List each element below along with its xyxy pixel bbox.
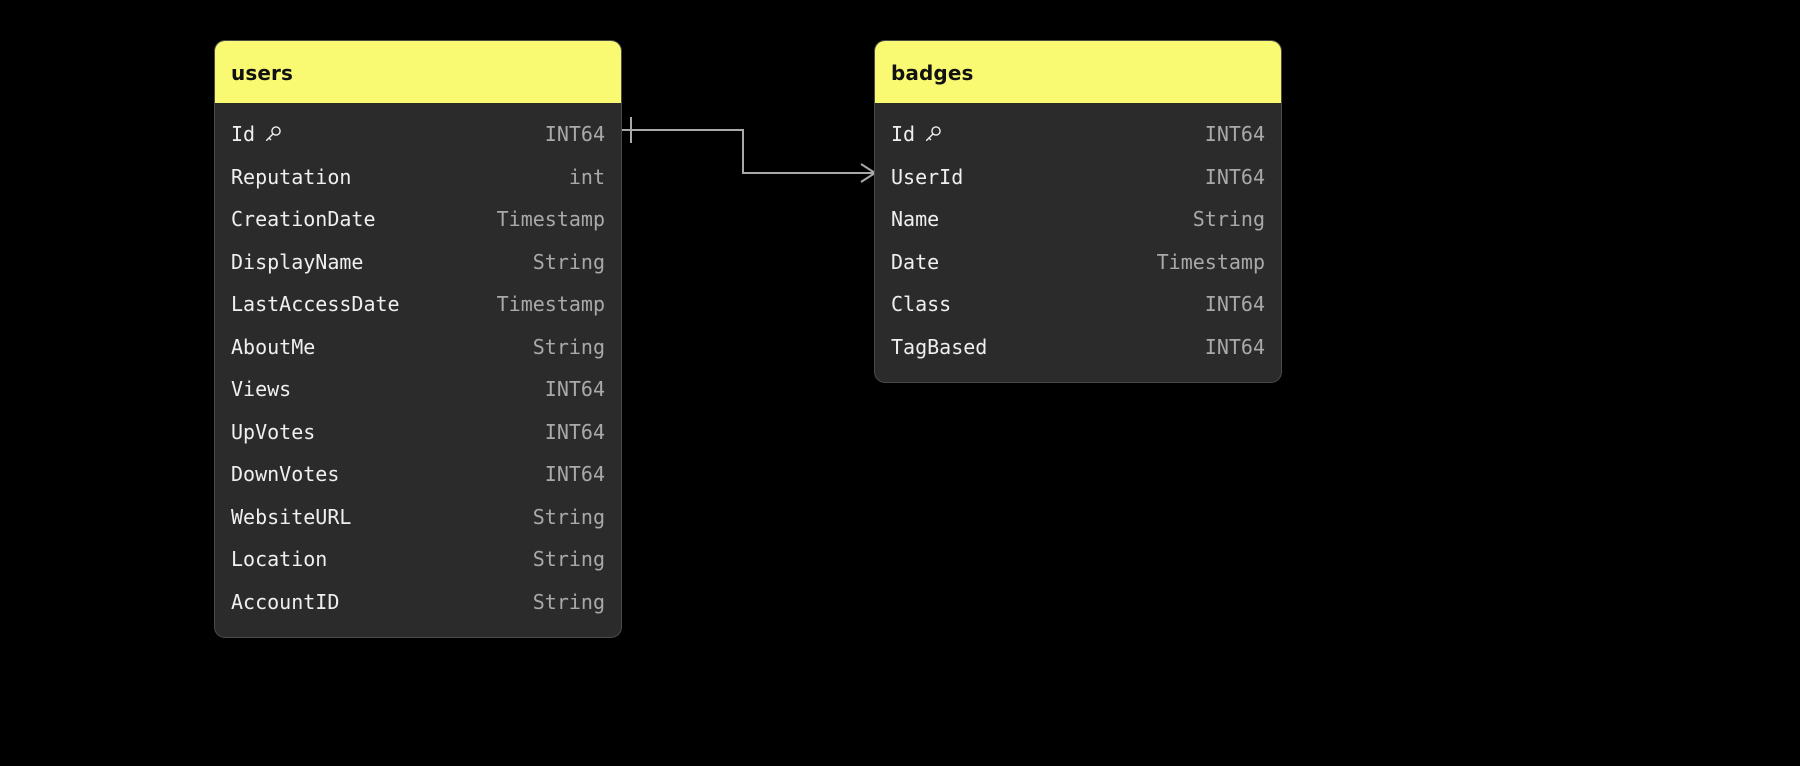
field-name: WebsiteURL [231, 504, 352, 529]
table-row[interactable]: Name String [875, 198, 1281, 241]
field-type: String [532, 334, 605, 359]
table-row[interactable]: DisplayName String [215, 241, 621, 284]
key-icon [923, 125, 942, 144]
table-row[interactable]: Id INT64 [215, 113, 621, 156]
field-type: String [532, 504, 605, 529]
field-name: UserId [891, 164, 964, 189]
table-row[interactable]: Location String [215, 538, 621, 581]
field-type: INT64 [544, 122, 605, 147]
field-name: AccountID [231, 589, 340, 614]
field-type: String [532, 547, 605, 572]
field-name: Id [891, 122, 942, 146]
field-name: UpVotes [231, 419, 316, 444]
field-name: Class [891, 292, 952, 317]
field-name: Reputation [231, 164, 352, 189]
table-row[interactable]: Id INT64 [875, 113, 1281, 156]
field-type: INT64 [544, 419, 605, 444]
field-type: String [532, 249, 605, 274]
field-type: INT64 [1204, 334, 1265, 359]
table-row[interactable]: WebsiteURL String [215, 496, 621, 539]
field-name: TagBased [891, 334, 988, 359]
field-name: CreationDate [231, 207, 376, 232]
table-row[interactable]: TagBased INT64 [875, 326, 1281, 369]
table-row[interactable]: Class INT64 [875, 283, 1281, 326]
field-name: LastAccessDate [231, 292, 400, 317]
field-name: DownVotes [231, 462, 340, 487]
field-type: Timestamp [496, 207, 605, 232]
table-row[interactable]: UserId INT64 [875, 156, 1281, 199]
relation-users-id-badges-userid [621, 117, 876, 183]
table-row[interactable]: Views INT64 [215, 368, 621, 411]
table-row[interactable]: AboutMe String [215, 326, 621, 369]
table-row[interactable]: Reputation int [215, 156, 621, 199]
table-fields-badges: Id INT64 UserId INT64 Name S [875, 103, 1281, 382]
field-type: INT64 [1204, 122, 1265, 147]
field-name: DisplayName [231, 249, 364, 274]
field-type: Timestamp [496, 292, 605, 317]
field-type: int [568, 164, 605, 189]
table-card-badges[interactable]: badges Id INT64 UserId INT6 [875, 41, 1281, 382]
table-fields-users: Id INT64 Reputation int CreationDate [215, 103, 621, 637]
table-row[interactable]: DownVotes INT64 [215, 453, 621, 496]
table-card-users[interactable]: users Id INT64 Reputation i [215, 41, 621, 637]
field-name: Location [231, 547, 328, 572]
field-name: Date [891, 249, 940, 274]
table-title-users: users [215, 41, 621, 103]
field-type: INT64 [544, 462, 605, 487]
field-label: Id [891, 122, 916, 147]
field-type: INT64 [1204, 292, 1265, 317]
table-row[interactable]: Date Timestamp [875, 241, 1281, 284]
key-icon [263, 125, 282, 144]
table-row[interactable]: CreationDate Timestamp [215, 198, 621, 241]
field-type: Timestamp [1156, 249, 1265, 274]
field-type: INT64 [544, 377, 605, 402]
field-name: Views [231, 377, 292, 402]
table-row[interactable]: AccountID String [215, 581, 621, 624]
field-type: String [1192, 207, 1265, 232]
field-name: Name [891, 207, 940, 232]
table-row[interactable]: UpVotes INT64 [215, 411, 621, 454]
field-type: INT64 [1204, 164, 1265, 189]
field-name: AboutMe [231, 334, 316, 359]
field-label: Id [231, 122, 256, 147]
table-row[interactable]: LastAccessDate Timestamp [215, 283, 621, 326]
field-name: Id [231, 122, 282, 146]
field-type: String [532, 589, 605, 614]
table-title-badges: badges [875, 41, 1281, 103]
